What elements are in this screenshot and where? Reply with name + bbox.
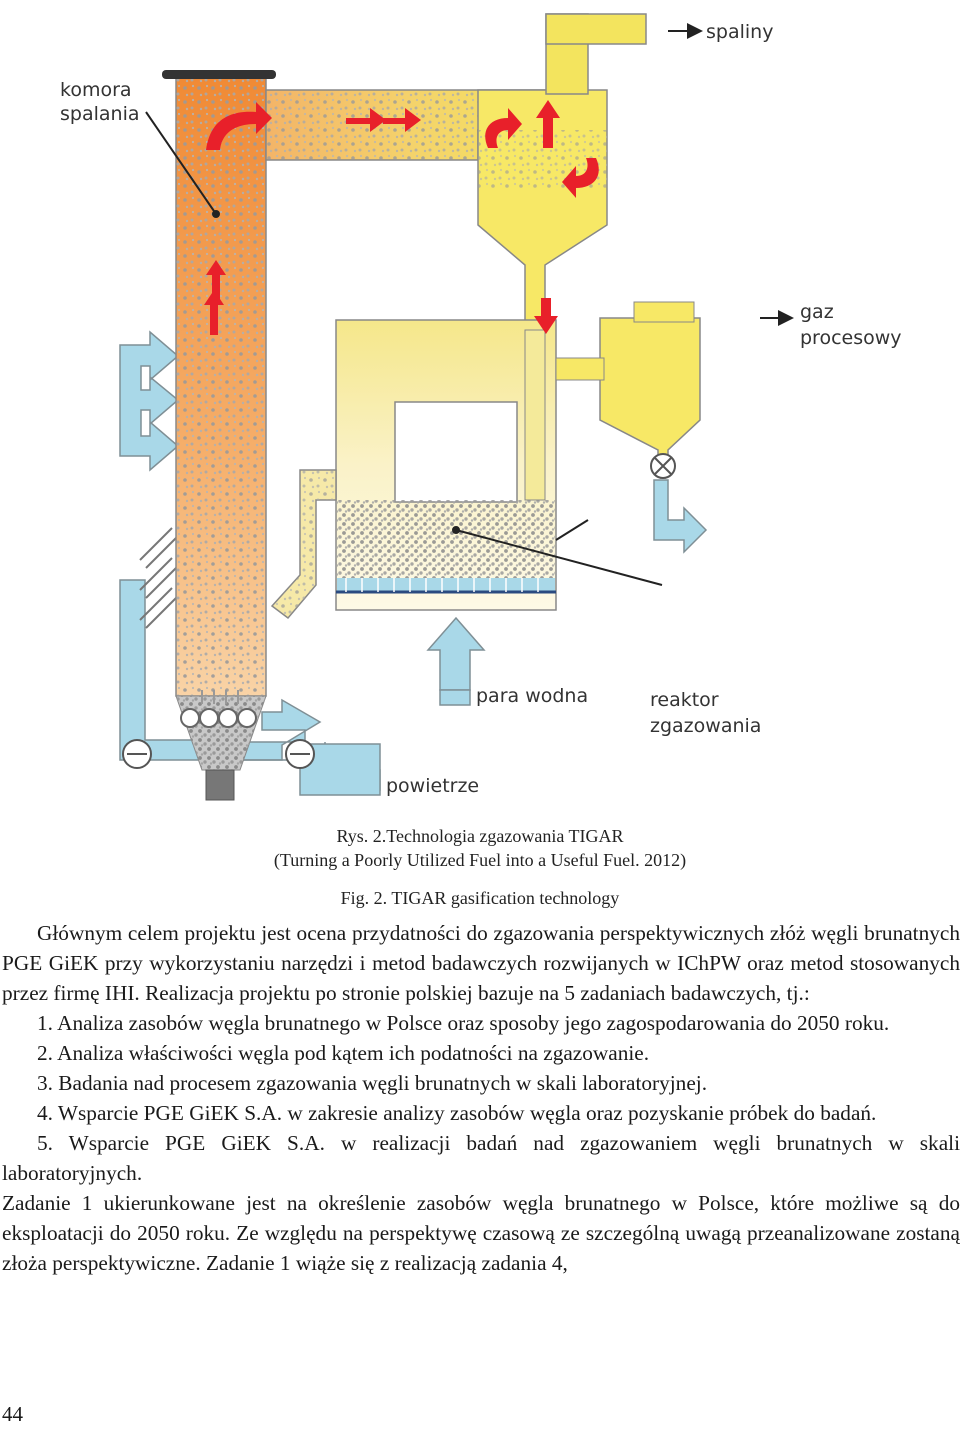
list-item-3: 3. Badania nad procesem zgazowania węgli…: [37, 1071, 708, 1095]
secondary-cyclone: [555, 301, 708, 554]
label-gaz: gaz: [800, 301, 834, 323]
label-spaliny: spaliny: [706, 21, 773, 43]
air-pipes: [119, 330, 381, 796]
list-item-2: 2. Analiza właściwości węgla pod kątem i…: [37, 1041, 650, 1065]
paragraph-intro: Głównym celem projektu jest ocena przyda…: [2, 921, 960, 1005]
list-item-4: 4. Wsparcie PGE GiEK S.A. w zakresie ana…: [37, 1101, 877, 1125]
paragraph-task1: Zadanie 1 ukierunkowane jest na określen…: [2, 1191, 960, 1275]
caption-line-2: (Turning a Poorly Utilized Fuel into a U…: [273, 850, 687, 870]
label-spalania: spalania: [60, 103, 140, 125]
air-valve-left: [122, 739, 152, 769]
caption-line-3: Fig. 2. TIGAR gasification technology: [340, 888, 620, 908]
list-item-5: 5. Wsparcie PGE GiEK S.A. w realizacji b…: [2, 1131, 960, 1185]
list-item-1: 1. Analiza zasobów węgla brunatnego w Po…: [37, 1011, 890, 1035]
label-zgazowania: zgazowania: [650, 715, 761, 737]
body-text: Głównym celem projektu jest ocena przyda…: [2, 918, 960, 1278]
steam-inlet: [426, 616, 486, 706]
injection-nozzles: [139, 527, 179, 629]
combustion-chamber: [162, 70, 276, 801]
label-komora: komora: [60, 79, 132, 101]
caption-line-1: Rys. 2.Technologia zgazowania TIGAR: [336, 826, 624, 846]
page-number: 44: [2, 1402, 23, 1426]
gasification-reactor: [270, 319, 557, 620]
cyclone: [477, 13, 647, 331]
label-reaktor: reaktor: [650, 689, 719, 711]
tigar-gasification-diagram: komora spalania spaliny gaz procesowy pa…: [60, 13, 902, 801]
label-arrows: [145, 23, 794, 586]
label-para-wodna: para wodna: [476, 685, 588, 707]
label-procesowy: procesowy: [800, 327, 902, 349]
label-powietrze: powietrze: [386, 775, 479, 797]
air-valve-right: [285, 739, 315, 769]
flow-arrows: [204, 100, 599, 335]
